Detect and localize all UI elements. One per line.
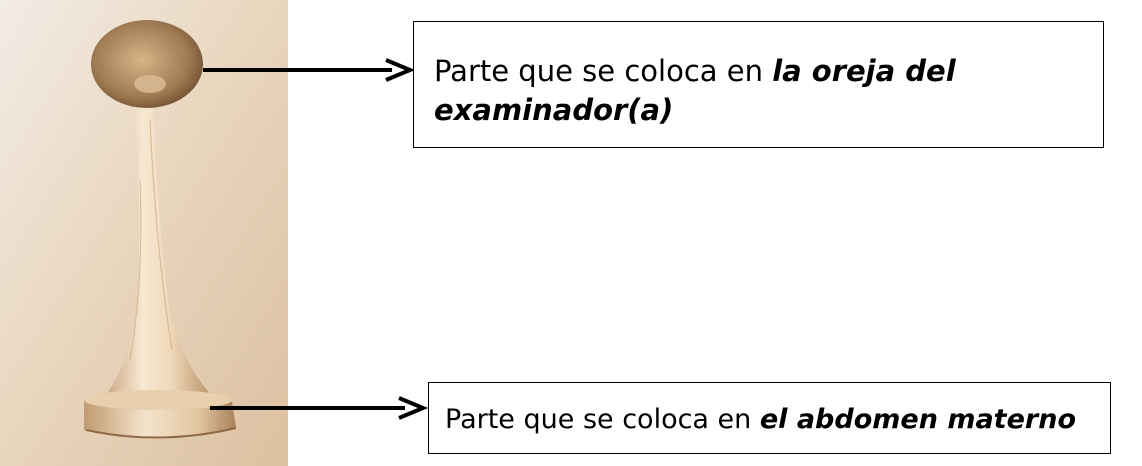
pinard-stethoscope-photo — [0, 0, 288, 466]
ear-piece-neck — [134, 75, 166, 93]
callout-ear-piece: Parte que se coloca en la oreja del exam… — [413, 21, 1104, 148]
ear-piece — [91, 20, 203, 108]
stethoscope-stem — [104, 78, 214, 398]
wood-grain — [129, 179, 142, 361]
callout-bell-piece: Parte que se coloca en el abdomen matern… — [428, 382, 1111, 454]
bell-rim — [84, 390, 232, 410]
bell-edge — [85, 427, 237, 439]
arrow-top — [203, 58, 416, 82]
callout-bottom-emphasis: el abdomen materno — [759, 404, 1076, 435]
callout-bottom-prefix: Parte que se coloca en — [445, 404, 760, 435]
callout-top-prefix: Parte que se coloca en — [434, 54, 773, 88]
arrow-bottom — [210, 396, 429, 420]
callout-top-emphasis: la oreja del examinador(a) — [434, 54, 956, 127]
wood-grain — [149, 119, 173, 351]
